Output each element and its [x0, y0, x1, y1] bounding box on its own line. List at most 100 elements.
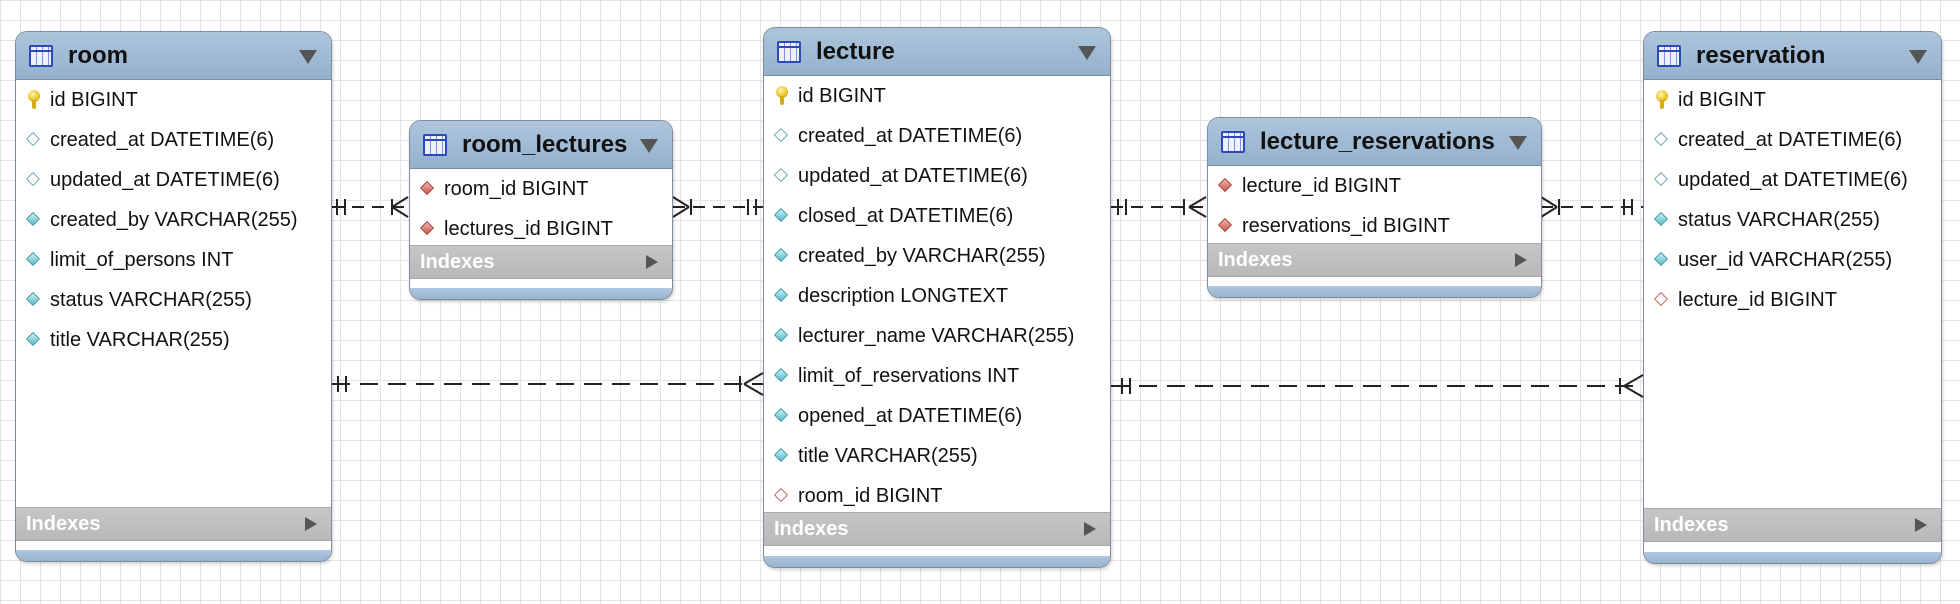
table-name: lecture_reservations [1260, 128, 1495, 155]
column-row[interactable]: lectures_id BIGINT [410, 209, 672, 249]
column-row[interactable]: created_at DATETIME(6) [16, 120, 331, 160]
foreign-key-icon [1217, 177, 1233, 193]
column-row[interactable]: closed_at DATETIME(6) [764, 196, 1110, 236]
column-row[interactable]: lecture_id BIGINT [1644, 280, 1941, 320]
column-row[interactable]: updated_at DATETIME(6) [16, 160, 331, 200]
indexes-section[interactable]: Indexes [410, 245, 672, 279]
column-row[interactable]: lecture_id BIGINT [1208, 166, 1541, 206]
column-row[interactable]: created_by VARCHAR(255) [16, 200, 331, 240]
table-header[interactable]: room [16, 32, 331, 80]
nullable-column-icon [25, 171, 41, 187]
table-icon [423, 134, 447, 156]
collapse-toggle-icon[interactable] [1078, 46, 1096, 60]
indexes-label: Indexes [420, 251, 495, 273]
nullable-foreign-key-icon [773, 487, 789, 503]
expand-arrow-icon[interactable] [1084, 522, 1096, 536]
column-row[interactable]: room_id BIGINT [410, 169, 672, 209]
column-row[interactable]: lecturer_name VARCHAR(255) [764, 316, 1110, 356]
table-footer [1644, 552, 1941, 563]
not-null-column-icon [25, 211, 41, 227]
collapse-toggle-icon[interactable] [1509, 136, 1527, 150]
expand-arrow-icon[interactable] [305, 517, 317, 531]
nullable-column-icon [773, 167, 789, 183]
table-header[interactable]: lecture [764, 28, 1110, 76]
collapse-toggle-icon[interactable] [1909, 50, 1927, 64]
column-row[interactable]: description LONGTEXT [764, 276, 1110, 316]
relationship-lecture-lecture-reservations[interactable] [1111, 196, 1207, 218]
primary-key-icon [776, 86, 788, 106]
column-row[interactable]: id BIGINT [764, 76, 1110, 116]
column-row[interactable]: updated_at DATETIME(6) [1644, 160, 1941, 200]
column-list: lecture_id BIGINT reservations_id BIGINT [1208, 166, 1541, 246]
indexes-label: Indexes [1654, 514, 1729, 536]
expand-arrow-icon[interactable] [646, 255, 658, 269]
column-row[interactable]: id BIGINT [16, 80, 331, 120]
not-null-column-icon [25, 331, 41, 347]
table-icon [29, 45, 53, 67]
column-list: id BIGINT created_at DATETIME(6) updated… [1644, 80, 1941, 320]
not-null-column-icon [773, 207, 789, 223]
table-footer [1208, 286, 1541, 297]
table-reservation[interactable]: reservation id BIGINT created_at DATETIM… [1643, 31, 1942, 564]
expand-arrow-icon[interactable] [1915, 518, 1927, 532]
nullable-foreign-key-icon [1653, 291, 1669, 307]
foreign-key-icon [419, 180, 435, 196]
collapse-toggle-icon[interactable] [299, 50, 317, 64]
relationship-room-room-lectures[interactable] [332, 196, 409, 218]
table-room-lectures[interactable]: room_lectures room_id BIGINT lectures_id… [409, 120, 673, 300]
column-row[interactable]: title VARCHAR(255) [16, 320, 331, 360]
collapse-toggle-icon[interactable] [640, 139, 658, 153]
column-row[interactable]: title VARCHAR(255) [764, 436, 1110, 476]
column-list: id BIGINT created_at DATETIME(6) updated… [16, 80, 331, 360]
column-row[interactable]: status VARCHAR(255) [1644, 200, 1941, 240]
column-row[interactable]: status VARCHAR(255) [16, 280, 331, 320]
expand-arrow-icon[interactable] [1515, 253, 1527, 267]
table-name: room [68, 42, 128, 69]
relationship-lecture-reservations-reservation[interactable] [1540, 196, 1643, 218]
table-room[interactable]: room id BIGINT created_at DATETIME(6) up… [15, 31, 332, 562]
relationship-room-lectures-lecture[interactable] [672, 196, 763, 218]
table-name: room_lectures [462, 131, 628, 158]
not-null-column-icon [25, 251, 41, 267]
not-null-column-icon [1653, 251, 1669, 267]
column-row[interactable]: limit_of_reservations INT [764, 356, 1110, 396]
column-row[interactable]: updated_at DATETIME(6) [764, 156, 1110, 196]
table-icon [777, 41, 801, 63]
indexes-section[interactable]: Indexes [764, 512, 1110, 546]
indexes-section[interactable]: Indexes [16, 507, 331, 541]
table-footer [410, 288, 672, 299]
nullable-column-icon [25, 131, 41, 147]
nullable-column-icon [1653, 171, 1669, 187]
not-null-column-icon [773, 247, 789, 263]
column-row[interactable]: created_by VARCHAR(255) [764, 236, 1110, 276]
table-lecture[interactable]: lecture id BIGINT created_at DATETIME(6)… [763, 27, 1111, 568]
column-row[interactable]: created_at DATETIME(6) [764, 116, 1110, 156]
not-null-column-icon [1653, 211, 1669, 227]
table-header[interactable]: room_lectures [410, 121, 672, 169]
column-row[interactable]: opened_at DATETIME(6) [764, 396, 1110, 436]
column-row[interactable]: user_id VARCHAR(255) [1644, 240, 1941, 280]
nullable-column-icon [1653, 131, 1669, 147]
column-row[interactable]: room_id BIGINT [764, 476, 1110, 516]
table-lecture-reservations[interactable]: lecture_reservations lecture_id BIGINT r… [1207, 117, 1542, 298]
indexes-section[interactable]: Indexes [1644, 508, 1941, 542]
column-row[interactable]: limit_of_persons INT [16, 240, 331, 280]
table-name: reservation [1696, 42, 1826, 69]
foreign-key-icon [419, 220, 435, 236]
indexes-label: Indexes [774, 518, 849, 540]
relationship-room-lecture[interactable] [332, 372, 764, 396]
indexes-section[interactable]: Indexes [1208, 243, 1541, 277]
nullable-column-icon [773, 127, 789, 143]
foreign-key-icon [1217, 217, 1233, 233]
table-footer [16, 550, 331, 561]
relationship-lecture-reservation[interactable] [1111, 374, 1644, 398]
table-header[interactable]: lecture_reservations [1208, 118, 1541, 166]
column-list: id BIGINT created_at DATETIME(6) updated… [764, 76, 1110, 516]
not-null-column-icon [773, 287, 789, 303]
column-row[interactable]: reservations_id BIGINT [1208, 206, 1541, 246]
column-row[interactable]: id BIGINT [1644, 80, 1941, 120]
table-header[interactable]: reservation [1644, 32, 1941, 80]
column-row[interactable]: created_at DATETIME(6) [1644, 120, 1941, 160]
not-null-column-icon [773, 407, 789, 423]
